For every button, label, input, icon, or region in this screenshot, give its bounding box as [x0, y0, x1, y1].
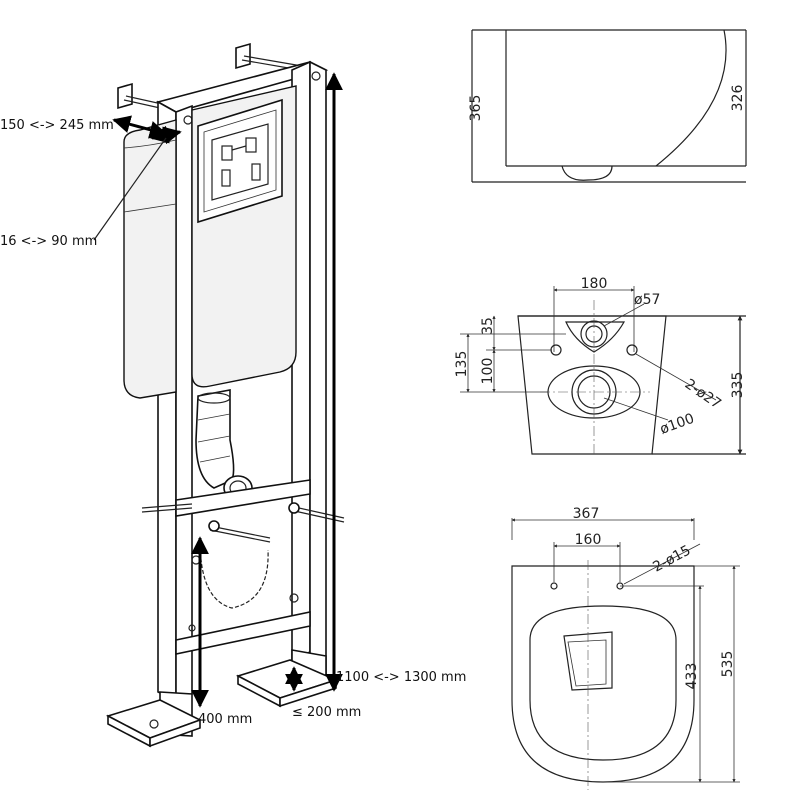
foot-height-label: ≤ 200 mm — [292, 705, 361, 720]
side-height-outer: 365 — [468, 95, 484, 122]
total-height-label: 1100 <-> 1300 mm — [336, 670, 466, 685]
top-depth-433: 433 — [684, 663, 700, 690]
drain-bend — [199, 539, 269, 609]
rear-outlet-100: ø100 — [658, 411, 697, 438]
wall-offset-label: 16 <-> 90 mm — [0, 234, 97, 249]
toilet-top-view: 367 160 2-ø15 433 535 — [511, 506, 740, 790]
bracket-height-label: 400 mm — [198, 712, 252, 727]
rear-offset-100: 100 — [480, 358, 496, 385]
top-width-367: 367 — [573, 506, 600, 522]
right-foot — [235, 649, 339, 708]
rear-hole-57: ø57 — [634, 292, 660, 308]
flush-pipe — [195, 389, 253, 501]
side-height-inner: 326 — [730, 85, 746, 112]
top-holes-15: 2-ø15 — [650, 542, 693, 575]
rear-offset-35: 35 — [480, 317, 496, 335]
rear-bolt-holes: 2-ø27 — [682, 376, 724, 412]
installation-frame-drawing: 150 <-> 245 mm 16 <-> 90 mm 1100 <-> 130… — [0, 42, 466, 748]
lower-crossbar — [175, 479, 311, 517]
top-hole-spacing-160: 160 — [575, 532, 602, 548]
rear-width-180: 180 — [581, 276, 608, 292]
top-length-535: 535 — [720, 651, 736, 678]
rear-height-335: 335 — [730, 372, 746, 399]
adjust-depth-label: 150 <-> 245 mm — [0, 118, 114, 133]
rear-height-135: 135 — [454, 351, 470, 378]
toilet-side-view: 365 326 — [468, 29, 747, 183]
left-foot — [105, 691, 203, 748]
flush-plate-opening — [197, 98, 283, 224]
toilet-rear-view: 335 180 ø57 2-ø27 ø100 135 35 — [454, 276, 746, 455]
